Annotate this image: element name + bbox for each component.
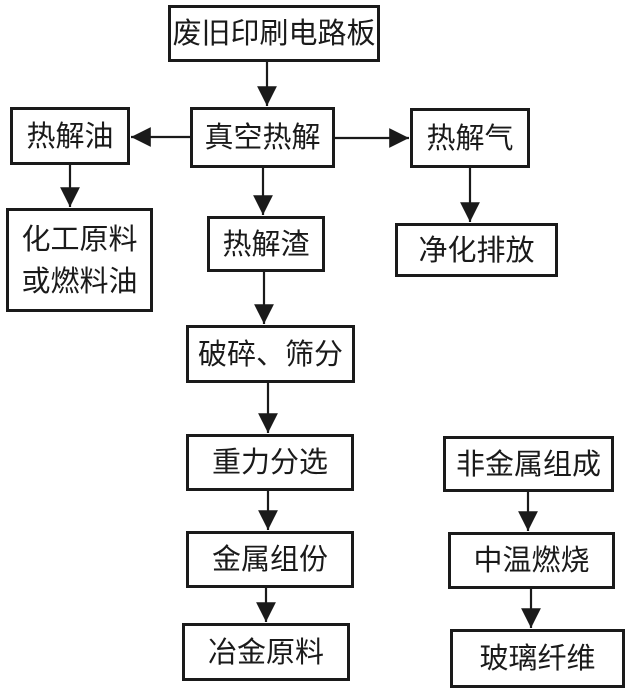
- node-gravity-separation: 重力分选: [186, 434, 354, 491]
- node-glass-fiber: 玻璃纤维: [450, 629, 625, 688]
- node-pyrolysis-residue: 热解渣: [207, 216, 325, 272]
- node-label: 热解油: [26, 118, 114, 153]
- node-label: 冶金原料: [207, 634, 324, 669]
- node-label: 真空热解: [204, 120, 321, 155]
- node-label: 非金属组成: [455, 446, 601, 481]
- node-label: 热解渣: [222, 226, 310, 261]
- node-metal-component: 金属组份: [186, 531, 354, 588]
- node-label: 重力分选: [211, 445, 328, 480]
- node-pyrolysis-oil: 热解油: [10, 107, 130, 165]
- node-pyrolysis-gas: 热解气: [410, 108, 530, 168]
- node-label: 热解气: [426, 120, 514, 155]
- node-label: 中温燃烧: [473, 543, 590, 578]
- node-metallurgical-raw-material: 冶金原料: [182, 623, 350, 681]
- node-label: 废旧印刷电路板: [172, 16, 376, 51]
- node-purification-discharge: 净化排放: [395, 223, 558, 277]
- node-label: 净化排放: [418, 232, 535, 267]
- node-label: 玻璃纤维: [479, 641, 596, 676]
- node-vacuum-pyrolysis: 真空热解: [190, 107, 335, 168]
- node-medium-temperature-combustion: 中温燃烧: [448, 532, 615, 589]
- node-crushing-screening: 破碎、筛分: [186, 325, 355, 383]
- node-label: 金属组份: [211, 542, 328, 577]
- node-label: 化工原料 或燃料油: [21, 221, 138, 298]
- node-non-metal-composition: 非金属组成: [443, 436, 614, 492]
- node-chemical-or-fuel-oil: 化工原料 或燃料油: [6, 208, 153, 312]
- node-label: 破碎、筛分: [197, 336, 343, 371]
- node-waste-pcb: 废旧印刷电路板: [168, 5, 380, 62]
